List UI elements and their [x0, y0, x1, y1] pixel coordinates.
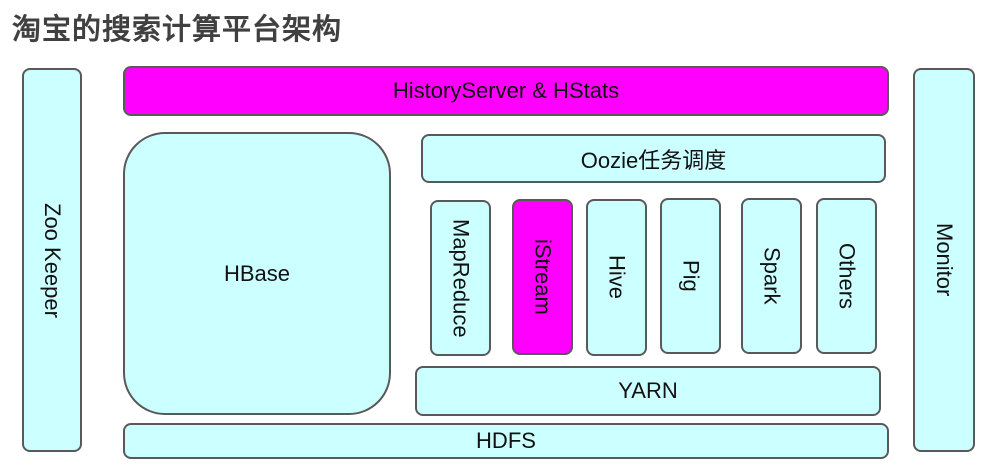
historyserver-label: HistoryServer & HStats — [392, 78, 620, 103]
yarn-box: YARN — [415, 366, 881, 416]
page-title: 淘宝的搜索计算平台架构 — [12, 12, 343, 46]
hbase-box: HBase — [123, 132, 391, 415]
mapreduce-label: MapReduce — [448, 218, 474, 338]
spark-box: Spark — [741, 198, 802, 354]
hbase-label: HBase — [223, 260, 291, 286]
istream-box: iStream — [512, 199, 573, 355]
others-box: Others — [816, 198, 877, 354]
oozie-label: Oozie任务调度 — [580, 147, 727, 173]
hdfs-box: HDFS — [123, 423, 889, 459]
pig-box: Pig — [660, 198, 721, 354]
hdfs-label: HDFS — [476, 428, 536, 453]
zookeeper-box: Zoo Keeper — [22, 68, 82, 452]
historyserver-box: HistoryServer & HStats — [123, 66, 889, 116]
pig-label: Pig — [678, 260, 704, 292]
mapreduce-box: MapReduce — [430, 200, 491, 356]
hive-box: Hive — [586, 199, 647, 356]
istream-label: iStream — [530, 239, 556, 315]
yarn-label: YARN — [618, 378, 678, 403]
spark-label: Spark — [759, 247, 785, 305]
hive-label: Hive — [604, 255, 630, 300]
monitor-label: Monitor — [932, 223, 957, 297]
monitor-box: Monitor — [913, 68, 975, 452]
others-label: Others — [834, 242, 860, 310]
zookeeper-label: Zoo Keeper — [40, 202, 65, 318]
oozie-box: Oozie任务调度 — [421, 134, 886, 183]
